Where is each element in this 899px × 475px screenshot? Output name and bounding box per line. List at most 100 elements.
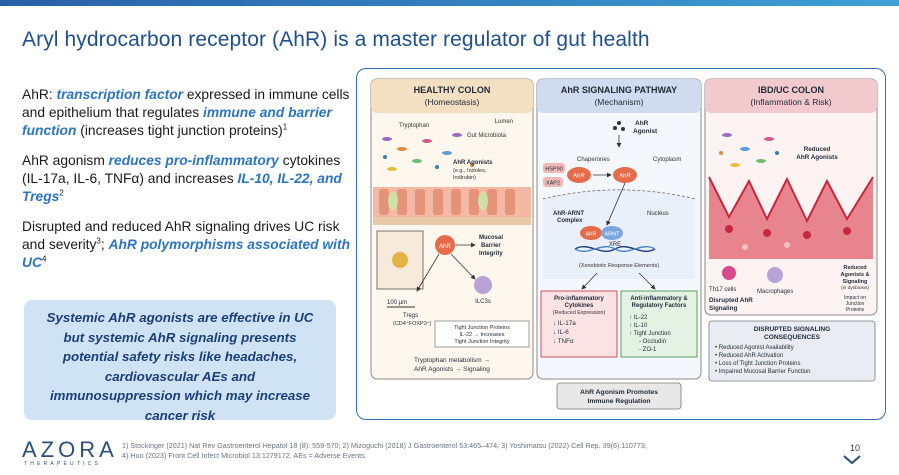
agonist-label-2: Agonist — [633, 128, 658, 135]
healthy-footer-2: AhR Agonists → Signaling — [414, 366, 490, 373]
tregs-marker-label: (CD4⁺FOXP3⁺) — [393, 320, 432, 327]
consequences-title-1: DISRUPTED SIGNALING — [754, 326, 831, 333]
xap2-label: XAP2 — [546, 181, 560, 187]
reduced-agonists-label-2: AhR Agonists — [796, 154, 838, 161]
dysbiosis-microbiota-icon — [719, 133, 779, 167]
disrupted-label-1: Disrupted AhR — [709, 297, 753, 304]
mucosal-label-3: Integrity — [479, 251, 503, 257]
impact-label-1: Impact on — [844, 295, 866, 301]
tregs-label: Tregs — [403, 313, 418, 319]
bullet-1-emphasis-b: immune and barrier function — [22, 105, 332, 138]
ibd-subheader: (Inflammation & Risk) — [750, 97, 831, 107]
page-number: 10 — [850, 443, 861, 453]
anti-item: ↑ IL-22 — [629, 315, 648, 321]
agonist-label-1: AhR — [635, 120, 649, 127]
top-accent-bar — [0, 0, 899, 6]
reference-line: 1) Stockinger (2021) Nat Rev Gastroenter… — [122, 441, 647, 450]
arnt-complex-label-1: AhR-ARNT — [553, 211, 584, 217]
arrow-to-ilc3 — [450, 253, 476, 280]
ilc3-cell-icon — [474, 276, 492, 294]
bullet-2-emphasis-a: reduces pro-inflammatory — [108, 153, 279, 168]
reference-line: 4) Huo (2023) Front Cell Infect Microbio… — [122, 451, 367, 460]
bullet-3-emphasis: AhR polymorphisms associated with UC — [22, 237, 351, 270]
arrow-to-pro — [581, 272, 598, 290]
healthy-epithelium-illustration — [373, 187, 531, 225]
macrophages-label: Macrophages — [757, 289, 793, 295]
ahr-agonists-label: AhR Agonists — [453, 160, 493, 166]
tight-junction-box — [434, 320, 530, 348]
healthy-footer-1: Tryptophan metabolism → — [414, 357, 490, 364]
consequence-item: • Reduced Agonist Availability — [715, 345, 794, 351]
mucosal-label-2: Barrier — [481, 243, 501, 249]
arrow-to-tregs — [416, 253, 440, 292]
ilc3-label: ILC3s — [475, 299, 491, 305]
bullet-1-emphasis-a: transcription factor — [56, 87, 184, 102]
anti-inflammatory-box — [620, 290, 698, 358]
healthy-colon-panel: HEALTHY COLON (Homeostasis) Lumen Trypto… — [370, 78, 534, 380]
callout-text: Systemic AhR agonists are effective in U… — [46, 310, 314, 423]
xre-label: XRE — [609, 242, 621, 248]
xap2-node — [543, 177, 563, 187]
reduced-signal-2: Agonists & — [840, 272, 869, 278]
nuclear-ahr-label: AhR — [586, 232, 597, 238]
bullet-2: AhR agonism reduces pro-inflammatory cyt… — [22, 152, 352, 206]
reduced-agonists-label-1: Reduced — [804, 146, 831, 153]
hsp90-node — [543, 163, 565, 173]
impact-label-2: Junction — [846, 301, 865, 307]
microbiota-label: Gut Microbiota — [467, 133, 507, 139]
bullet-1-ref: 1 — [282, 122, 288, 132]
pro-inflammatory-box — [540, 290, 618, 358]
anti-item: - ZO-1 — [639, 347, 657, 353]
lumen-label: Lumen — [495, 119, 513, 125]
th17-cell-icon — [722, 266, 736, 280]
macrophage-icon — [767, 267, 783, 283]
ahr-agonists-example-2: Indirubin) — [453, 175, 476, 181]
key-message-callout: Systemic AhR agonists are effective in U… — [24, 300, 336, 423]
bullet-1: AhR: transcription factor expressed in i… — [22, 86, 352, 140]
dna-strand-2 — [574, 246, 656, 252]
pathway-panel: AhR SIGNALING PATHWAY (Mechanism) AhR Ag… — [536, 78, 702, 410]
bullet-3-text-b: ; — [100, 237, 109, 252]
scale-bar-label: 100 µm — [387, 300, 407, 306]
mucosal-label-1: Mucosal — [479, 235, 503, 241]
bullet-2-emphasis-b: IL-10, IL-22, and Tregs — [22, 171, 342, 204]
chevron-down-icon — [843, 455, 861, 465]
company-logo: AZORA — [22, 437, 118, 462]
xre-full-label: (Xenobiotic Response Elements) — [579, 263, 659, 269]
bullet-list: AhR: transcription factor expressed in i… — [22, 86, 352, 284]
inset-cell-icon — [392, 252, 408, 268]
promotes-line-1: AhR Agonism Promotes — [580, 389, 658, 396]
bullet-1-text-b: expressed in immune cells and epithelium… — [22, 87, 350, 120]
cytoplasm-ahr-label: AhR — [573, 174, 585, 180]
nuclear-ahr-node — [580, 226, 602, 240]
bullet-2-ref: 2 — [59, 188, 64, 198]
arrow-to-anti — [638, 272, 656, 290]
bullet-3-ref-a: 3 — [96, 236, 101, 246]
consequences-title-2: CONSEQUENCES — [764, 334, 821, 341]
bullet-2-text-a: AhR agonism — [22, 153, 109, 168]
anti-title-2: Regulatory Factors — [632, 303, 687, 309]
pro-item: ↓ IL-17a — [553, 320, 576, 327]
cytoplasm-ahr-node — [567, 167, 591, 183]
reduced-signal-4: (in dysbiosis) — [841, 285, 869, 291]
pro-title-2: Cytokines — [565, 303, 594, 309]
arnt-label: ARNT — [605, 232, 621, 238]
arnt-node — [601, 226, 623, 240]
promotes-box — [556, 382, 682, 410]
anti-title-1: Anti-inflammatory & — [630, 296, 688, 302]
tj-line-3: Tight Junction Integrity — [454, 339, 509, 345]
microbiota-icon — [382, 133, 474, 171]
cytoplasm-label: Cytoplasm — [653, 157, 681, 163]
references: 1) Stockinger (2021) Nat Rev Gastroenter… — [122, 441, 802, 461]
healthy-header: HEALTHY COLON — [414, 85, 491, 95]
ahr-pathway-figure: HEALTHY COLON (Homeostasis) Lumen Trypto… — [356, 68, 886, 420]
bullet-2-text-b: cytokines (IL-17a, IL-6, TNFα) and incre… — [22, 153, 341, 186]
company-logo-subtitle: THERAPEUTICS — [24, 461, 102, 467]
chaperones-label: Chaperones — [577, 157, 610, 163]
figure-canvas: HEALTHY COLON (Homeostasis) Lumen Trypto… — [370, 78, 878, 410]
impact-label-3: Proteins — [846, 307, 865, 313]
ibd-header: IBD/UC COLON — [758, 85, 824, 95]
consequence-item: • Impaired Mucosal Barrier Function — [715, 369, 810, 375]
hsp90-label: HSP90 — [545, 167, 562, 173]
consequences-box — [708, 320, 876, 382]
